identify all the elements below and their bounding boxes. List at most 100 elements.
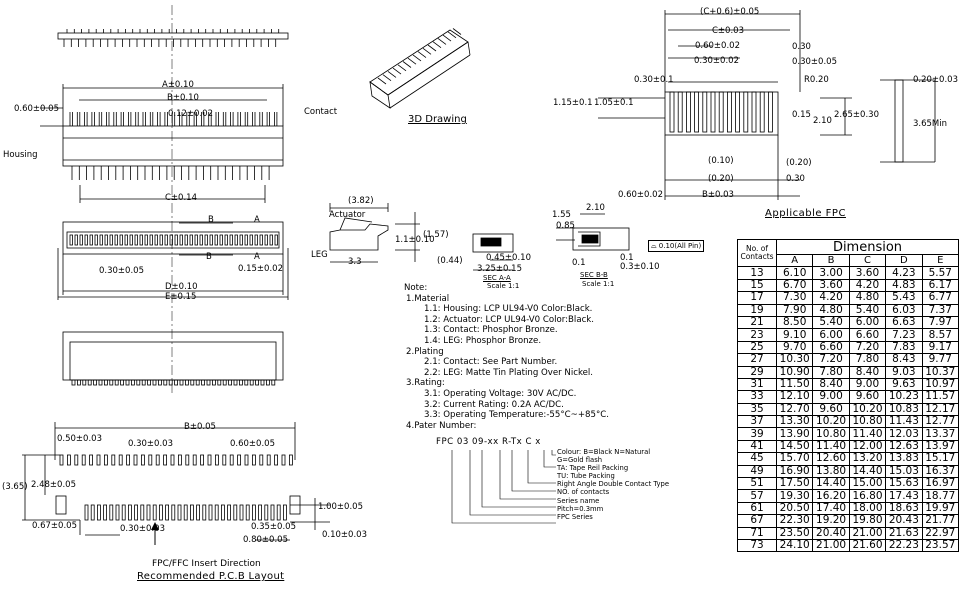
note-item: 1.1: Housing: LCP UL94-V0 Color:Black. [424,304,593,315]
dimension-cell: 22.97 [921,526,960,541]
pcb-layout [22,422,330,545]
flatness-tolerance-box: ⌓ 0.10(All Pin) [648,240,705,252]
dim-e: E±0.15 [165,292,197,302]
dim-secb-085: 0.85 [556,221,575,231]
dimension-cell: 6.17 [921,278,960,293]
label-section-a-top: A [254,215,260,225]
dim-pcb-100: 1.00±0.05 [318,502,363,512]
dim-fpc-030d: 0.30 [786,174,805,184]
dimension-cell: 4.83 [885,278,923,293]
dimension-cell: 20.50 [775,501,814,516]
front-view [40,84,284,203]
dim-fpc-030b: 0.30±0.05 [792,57,837,67]
dimension-cell: 10.37 [921,365,960,379]
dimension-cell: 4.23 [885,266,923,280]
dim-fpc-060b: 0.60±0.02 [618,190,663,200]
dimension-cell: 12.60 [812,452,850,466]
dim-side-opt: (1.57) [423,230,449,240]
dimension-cell: 4.20 [812,291,850,305]
label-leg: LEG [311,250,328,260]
top-view [57,221,289,300]
pcb-title: Recommended P.C.B Layout [137,571,285,582]
note-item: 1.Material [406,293,450,304]
dimension-cell: 8.43 [885,353,923,367]
column-header: C [848,253,887,268]
dimension-cell: 7.83 [885,340,923,355]
dimension-cell: 16.97 [921,477,960,491]
label-contact: Contact [304,107,338,117]
dimension-cell: 14.40 [812,477,850,491]
dimension-cell: 20.40 [812,526,850,541]
legend-item: Right Angle Double Contact Type [557,480,670,489]
notes-title: Note: [404,283,428,293]
legend-item: FPC Series [557,512,593,521]
label-actuator: Actuator [329,210,366,220]
dim-pcb-030b: 0.30±0.03 [120,524,165,534]
dimension-cell: 15.17 [921,452,960,466]
note-item: 3.Rating: [406,378,445,389]
dimension-cell: 13.20 [848,452,887,466]
contacts-cell: 51 [737,477,777,491]
dimension-cell: 17.43 [885,489,923,503]
dimension-cell: 16.37 [921,464,960,479]
dimension-cell: 7.20 [848,340,887,355]
dimension-cell: 12.03 [885,427,923,441]
fpc-title: Applicable FPC [765,208,846,219]
order-code: FPC 03 09-xx R-Tx C x [436,437,541,447]
dim-secb-03: 0.3±0.10 [620,262,660,272]
dimension-cell: 15.00 [848,477,887,491]
dimension-cell: 23.50 [775,526,814,541]
dimension-cell: 21.60 [848,538,887,553]
note-item: 2.1: Contact: See Part Number. [424,357,558,368]
dimension-cell: 12.63 [885,439,923,454]
dimension-cell: 7.97 [921,315,960,330]
dim-fpc-030c: 0.30±0.1 [634,75,674,85]
dimension-cell: 22.30 [775,514,814,528]
dim-pcb-067: 0.67±0.05 [32,521,77,531]
top-pin-strip [57,29,289,47]
dim-side-045: 0.45±0.10 [486,253,531,263]
dimension-cell: 5.57 [921,266,960,280]
dimension-cell: 10.80 [812,427,850,441]
dim-side-base: 3.3 [348,257,362,267]
dimension-cell: 12.17 [921,402,960,417]
flatness-value: 0.10(All Pin) [658,242,702,250]
flatness-icon: ⌓ [651,242,657,250]
contacts-cell: 19 [737,303,777,317]
dimension-cell: 10.20 [812,415,850,429]
dim-fpc-060: 0.60±0.02 [695,41,740,51]
dim-fpc-015: 0.15 [792,110,811,120]
dimension-cell: 8.40 [848,365,887,379]
dimension-cell: 5.43 [885,291,923,305]
dim-pcb-050: 0.50±0.03 [57,434,102,444]
note-item: 3.2: Current Rating: 0.2A AC/DC. [424,399,564,410]
dimension-cell: 6.63 [885,315,923,330]
dimension-cell: 12.77 [921,415,960,429]
dim-pcb-b: B±0.05 [184,422,216,432]
dim-d: D±0.10 [165,282,198,292]
dim-secb-155: 1.55 [552,210,571,220]
dimension-cell: 9.70 [775,340,814,355]
dimension-cell: 9.03 [885,365,923,379]
column-header: B [812,253,850,268]
contacts-cell: 17 [737,291,777,305]
dimension-cell: 12.00 [848,439,887,454]
note-item: 2.Plating [406,346,444,357]
legend-item: TU: Tube Packing [557,472,615,481]
dimension-cell: 6.00 [812,328,850,342]
dimension-cell: 6.10 [775,266,814,280]
contacts-cell: 49 [737,464,777,479]
dimension-cell: 16.20 [812,489,850,503]
